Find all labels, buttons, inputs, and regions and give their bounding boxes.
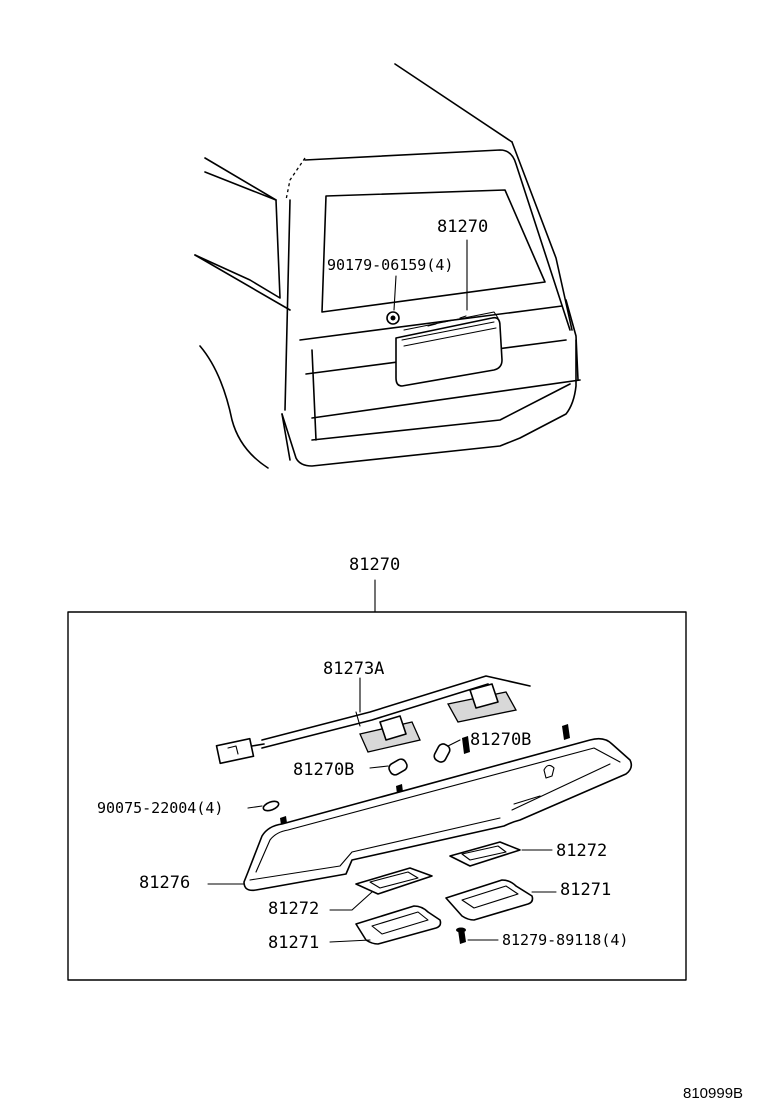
garnish-right-strip-2 xyxy=(513,795,541,805)
lens-gasket-right xyxy=(449,841,521,867)
lens-right xyxy=(445,879,534,921)
roof-edge xyxy=(204,157,277,201)
callout-bulb-right: 81270B xyxy=(470,730,531,750)
bulb-left-icon xyxy=(388,758,408,776)
lens-right-window xyxy=(461,885,519,909)
connector-wire xyxy=(251,743,265,747)
garnish-inner-edge xyxy=(255,747,621,873)
figure-id: 810999B xyxy=(683,1085,743,1102)
wire-harness xyxy=(215,675,531,765)
socket-left xyxy=(379,715,407,741)
leader-gasket-left xyxy=(329,891,373,911)
garnish-lower-edge xyxy=(249,817,501,881)
door-right-edge xyxy=(565,299,579,381)
clip-center-icon xyxy=(390,315,396,321)
callout-lens-right: 81271 xyxy=(560,880,611,900)
lens-left-window xyxy=(371,911,429,935)
gasket-left-window xyxy=(369,871,419,889)
garnish-right-strip xyxy=(511,763,611,811)
roof-line xyxy=(394,63,513,143)
callout-bulb-left: 81270B xyxy=(293,760,354,780)
rear-wheel-arch xyxy=(199,345,269,469)
rear-glass xyxy=(321,189,546,313)
harness-tie xyxy=(355,711,361,727)
back-door-top xyxy=(304,149,571,331)
assembly-view: 81270 81273A 81270B 81270B xyxy=(67,555,687,981)
vehicle-rear-view: 81270 90179-06159(4) xyxy=(194,63,581,469)
bumper-left-end xyxy=(281,413,291,461)
bulb-left xyxy=(369,758,408,776)
lens-left-outline xyxy=(355,905,442,945)
callout-lens-left: 81271 xyxy=(268,933,319,953)
lens-gasket-left xyxy=(355,867,433,895)
gasket-left-outline xyxy=(355,867,433,895)
door-panel-line-3 xyxy=(311,379,581,419)
lens-screw xyxy=(456,927,466,944)
garnish-lip xyxy=(401,321,497,347)
screw-nut-icon xyxy=(262,800,280,812)
callout-lens-gasket-left: 81272 xyxy=(268,899,319,919)
harness-connector xyxy=(215,737,255,765)
lens-right-outline xyxy=(445,879,534,921)
bulb-right-icon xyxy=(433,743,451,763)
callout-license-garnish: 81270 xyxy=(437,217,488,237)
harness-wire-upper xyxy=(261,675,531,741)
door-left-edge xyxy=(311,349,317,441)
garnish-lettering xyxy=(427,315,467,327)
bulb-right-leader xyxy=(447,739,461,747)
garnish-mount-hole xyxy=(543,764,555,779)
stud-2-icon xyxy=(562,724,570,740)
assembly-frame xyxy=(67,611,687,981)
callout-screw-nut: 90075-22004(4) xyxy=(97,799,223,817)
connector-latch xyxy=(227,745,239,755)
lens-screw-head-icon xyxy=(456,927,466,933)
bumper-upper-line xyxy=(311,383,571,441)
rear-bumper xyxy=(281,339,577,467)
socket-right xyxy=(469,683,499,709)
door-panel-line-1 xyxy=(299,305,563,341)
gasket-right-window xyxy=(461,845,507,861)
callout-lens-gasket-right: 81272 xyxy=(556,841,607,861)
back-door-right xyxy=(511,141,573,331)
gasket-right-outline xyxy=(449,841,521,867)
harness-wire-lower xyxy=(261,683,489,749)
license-garnish-on-car xyxy=(395,316,503,387)
bulb-right xyxy=(433,739,461,763)
stud-1-icon xyxy=(462,736,470,754)
callout-garnish-body: 81276 xyxy=(139,873,190,893)
roof-seam xyxy=(285,157,306,201)
leader-screw-nut xyxy=(247,805,263,809)
leader-clip xyxy=(393,275,397,311)
lens-left xyxy=(355,905,442,945)
bulb-left-leader xyxy=(369,765,389,769)
pillar-edge xyxy=(284,199,291,411)
garnish-body xyxy=(243,737,633,892)
callout-lens-screw: 81279-89118(4) xyxy=(502,931,628,949)
callout-garnish-clip: 90179-06159(4) xyxy=(327,256,453,274)
garnish-body-outline xyxy=(243,737,633,892)
side-beltline xyxy=(194,254,291,311)
callout-wire-harness: 81273A xyxy=(323,659,384,679)
leader-lens-left xyxy=(329,939,371,943)
assembly-title: 81270 xyxy=(349,555,400,575)
side-window xyxy=(194,171,281,299)
